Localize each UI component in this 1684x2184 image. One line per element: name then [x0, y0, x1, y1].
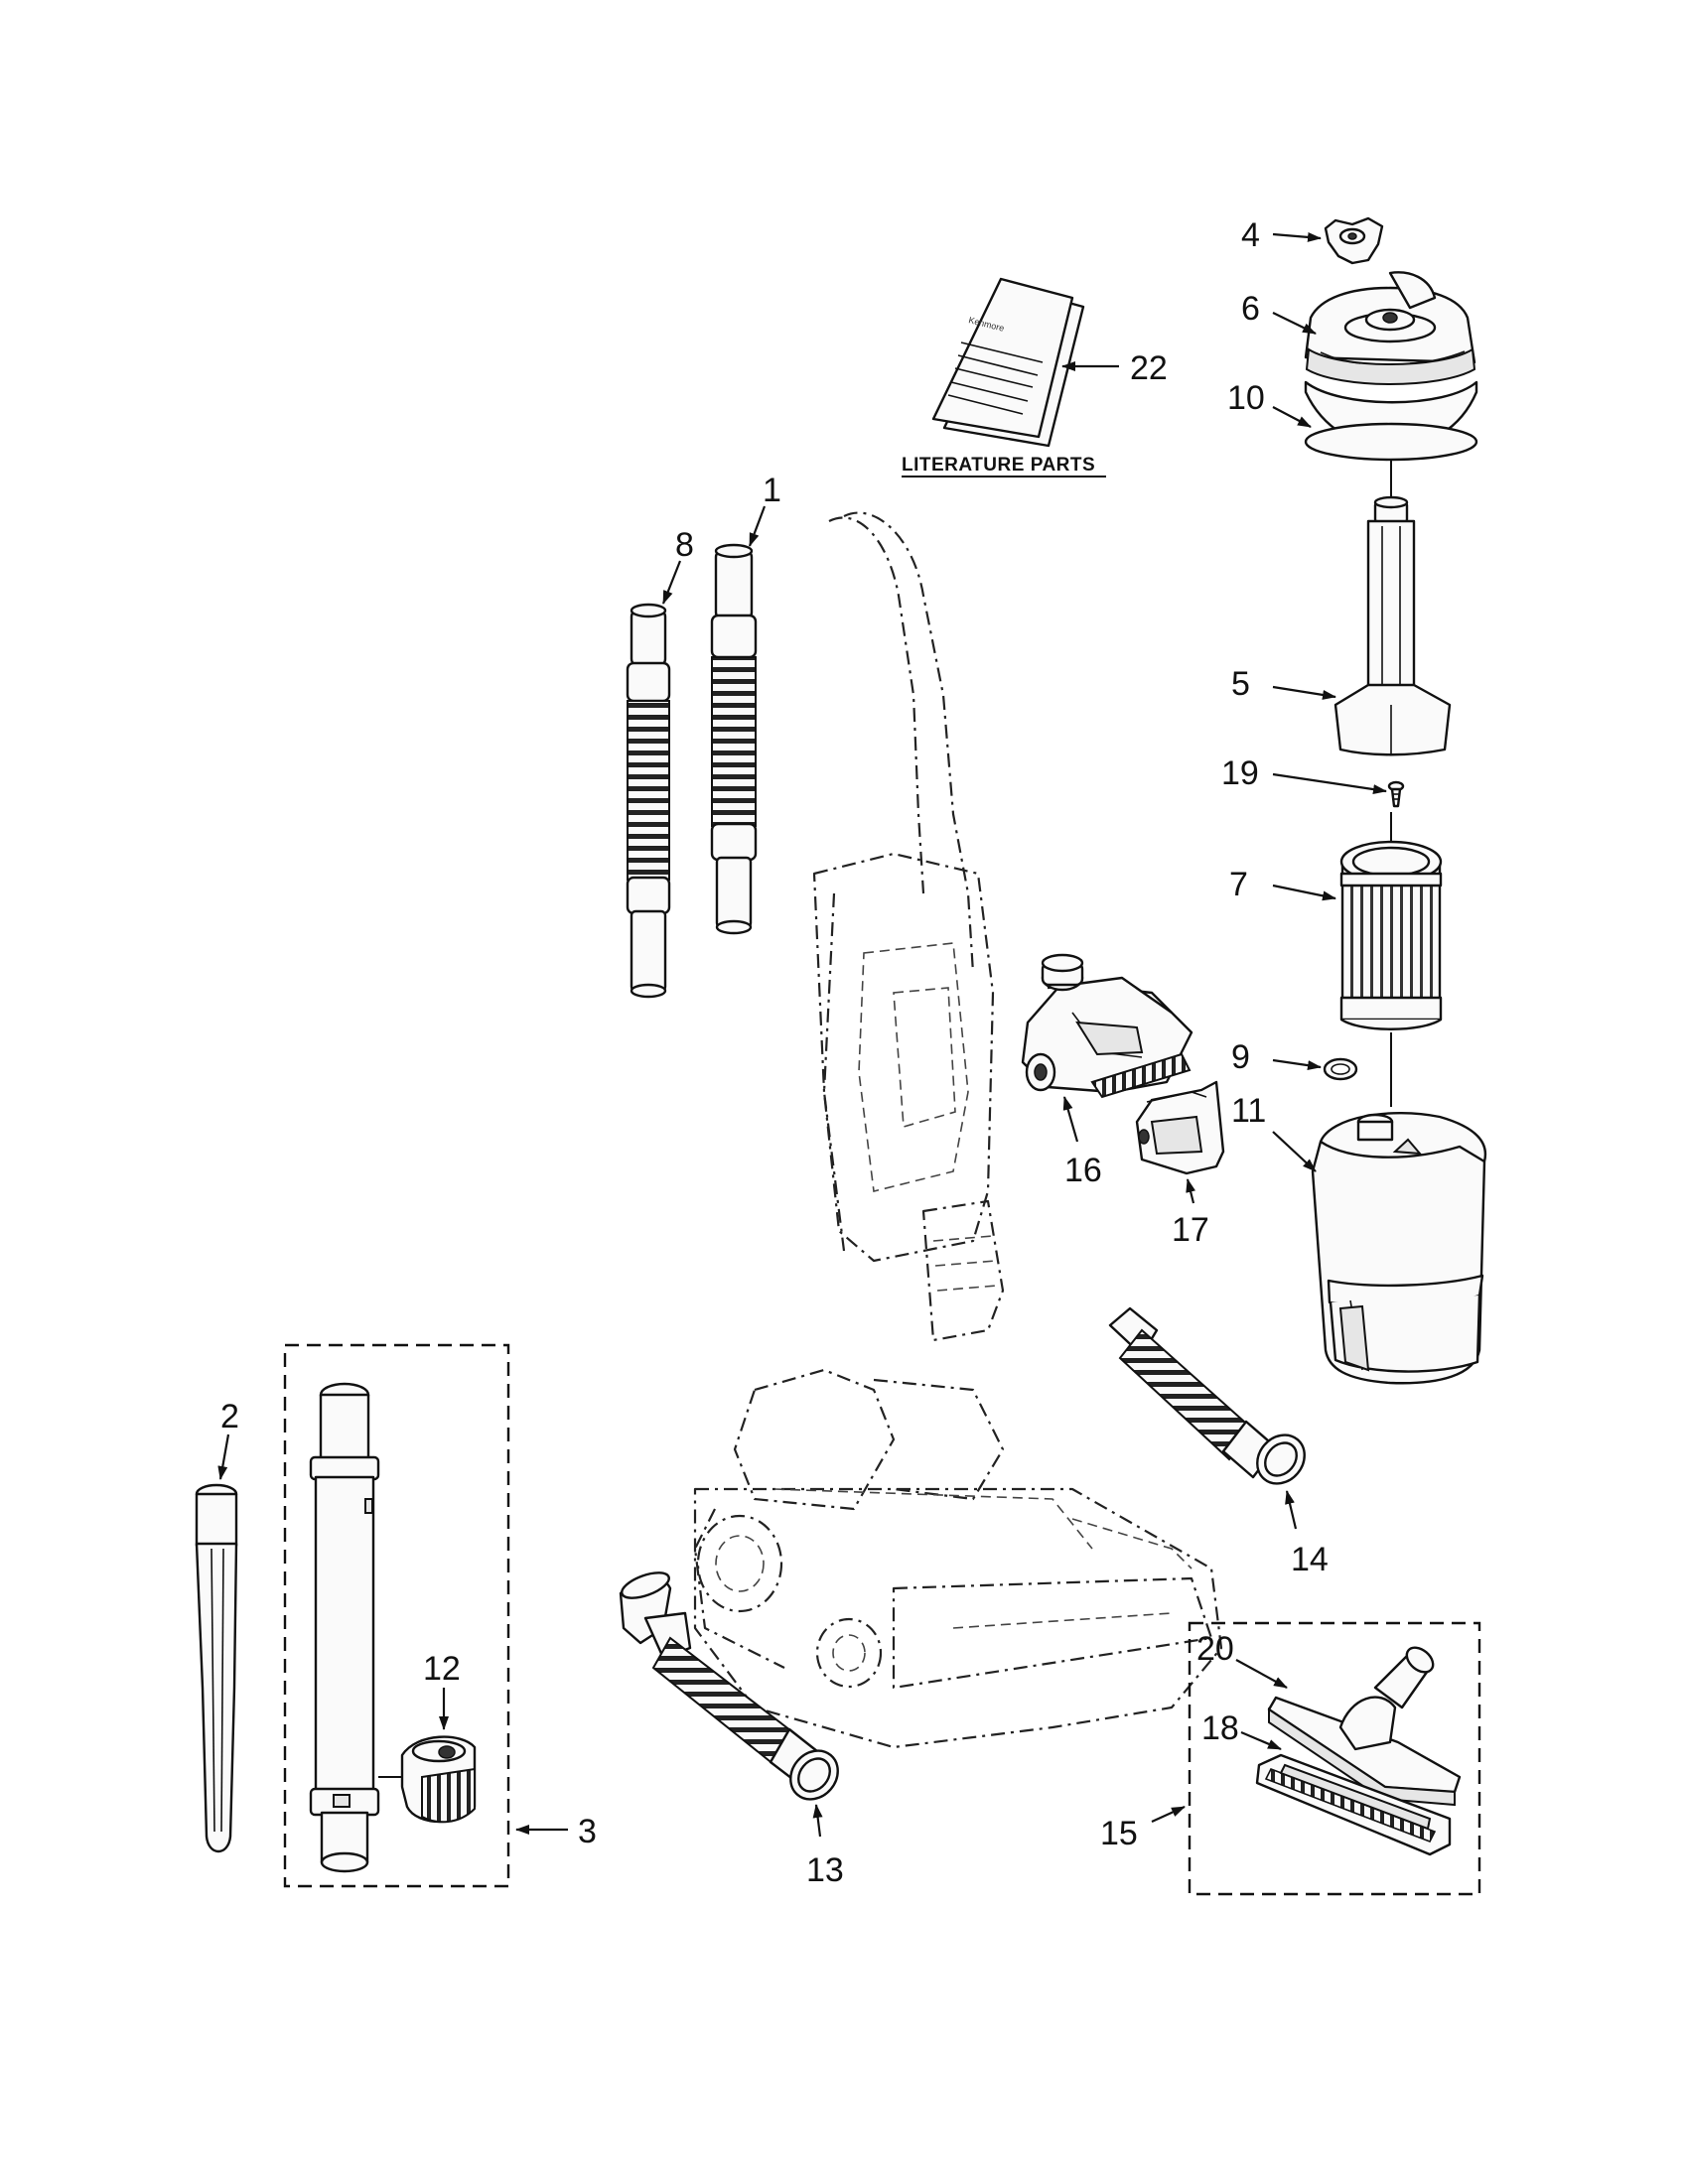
callout-16: 16 [1064, 1152, 1102, 1189]
leader-14 [1285, 1490, 1298, 1530]
leader-2 [217, 1433, 230, 1480]
leader-1 [748, 505, 767, 547]
part-13-hose [619, 1571, 839, 1801]
part-18-brush [1255, 1753, 1452, 1856]
part-14-hose [1108, 1306, 1306, 1485]
callout-7: 7 [1229, 866, 1248, 903]
callout-9: 9 [1231, 1038, 1250, 1076]
callout-1: 1 [763, 472, 781, 509]
callout-6: 6 [1241, 290, 1260, 328]
part-3-group-box [283, 1343, 510, 1888]
leader-15 [1151, 1805, 1186, 1824]
part-3-wand [309, 1382, 380, 1873]
leader-13 [812, 1804, 823, 1838]
leader-18 [1240, 1730, 1282, 1751]
part-7-filter [1339, 840, 1443, 1030]
leader-11 [1272, 1131, 1317, 1172]
callout-12: 12 [423, 1650, 461, 1688]
part-5-separator [1333, 495, 1452, 756]
callout-11: 11 [1231, 1092, 1266, 1130]
leader-7 [1272, 884, 1336, 901]
callout-4: 4 [1241, 216, 1260, 254]
part-2-crevice-tool [195, 1483, 238, 1853]
part-11-dust-cup [1311, 1111, 1487, 1385]
callout-2: 2 [220, 1398, 239, 1435]
leader-9 [1272, 1058, 1322, 1071]
callout-13: 13 [806, 1851, 844, 1889]
part-17-cover [1135, 1080, 1225, 1175]
callout-3: 3 [578, 1813, 597, 1850]
literature-parts-label: LITERATURE PARTS [902, 455, 1095, 476]
callout-5: 5 [1231, 665, 1250, 703]
leader-5 [1272, 685, 1336, 700]
leader-8 [661, 560, 682, 605]
callout-18: 18 [1201, 1709, 1239, 1747]
part-4-cap [1324, 216, 1384, 265]
callout-22: 22 [1130, 349, 1168, 387]
literature-booklet: Kenmore [931, 277, 1085, 448]
callout-19: 19 [1221, 754, 1259, 792]
vacuum-body-outline [693, 511, 1223, 1749]
callout-15: 15 [1100, 1815, 1138, 1852]
leader-6 [1272, 312, 1317, 335]
callout-20: 20 [1196, 1630, 1234, 1668]
leader-17 [1186, 1178, 1196, 1204]
leader-20 [1235, 1659, 1288, 1689]
callout-8: 8 [675, 526, 694, 564]
part-6-lid [1304, 271, 1476, 385]
part-9-oring [1323, 1057, 1358, 1081]
part-20-floor-tool [1267, 1646, 1462, 1807]
part-12-clip [400, 1735, 477, 1824]
part-1-hose [710, 543, 758, 935]
part-15-group-box [1188, 1621, 1481, 1896]
part-16-turbo-brush [1021, 953, 1193, 1099]
part-8-hose [626, 603, 671, 999]
callout-10: 10 [1227, 379, 1265, 417]
leader-4 [1272, 231, 1322, 242]
part-10-gasket [1304, 380, 1478, 462]
leader-10 [1272, 406, 1312, 428]
callout-17: 17 [1172, 1211, 1209, 1249]
leader-16 [1062, 1096, 1079, 1143]
leader-19 [1272, 772, 1387, 795]
part-19-screw [1387, 780, 1405, 808]
callout-14: 14 [1291, 1541, 1329, 1578]
